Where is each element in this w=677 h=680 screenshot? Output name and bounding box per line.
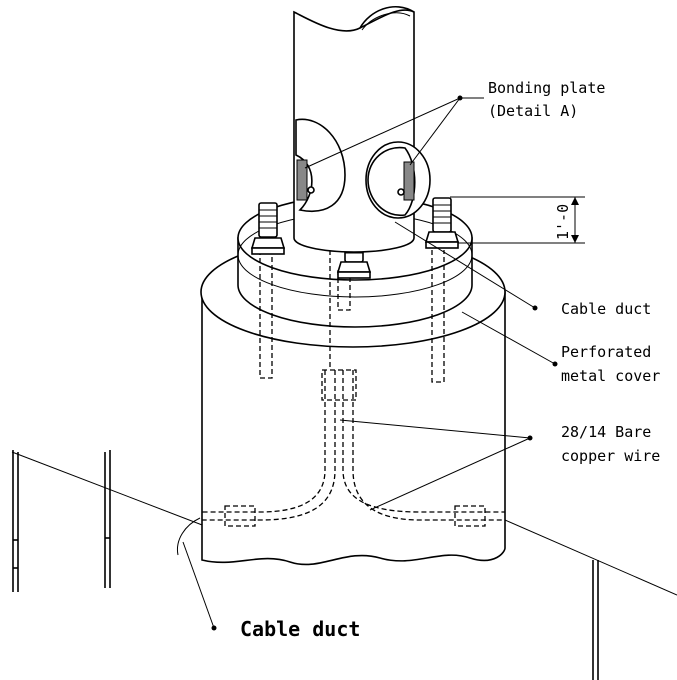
embedded-anchor-bolts [259,250,445,383]
copper-wire-label-line2: copper wire [561,447,660,465]
perforated-cover-label-line1: Perforated [561,343,651,361]
handhole-left [295,118,346,212]
anchor-bolt-left [250,202,286,255]
ground-line [11,451,677,596]
dimension-label: 1'-0 [554,204,572,240]
copper-wire-label-line1: 28/14 Bare [561,423,651,441]
bonding-plate-label-line2: (Detail A) [488,102,578,120]
leader-lines [182,95,558,631]
bonding-plate-label-line1: Bonding plate [488,79,605,97]
dimension-marker [450,196,585,244]
cable-duct-lower-label: Cable duct [240,617,360,641]
anchor-bolt-right [424,197,460,249]
perforated-cover-label-line2: metal cover [561,367,660,385]
left-ground-stake [12,450,111,592]
handhole-right [365,141,431,219]
right-ground-stake [592,560,599,680]
cable-duct-upper-label: Cable duct [561,300,651,318]
